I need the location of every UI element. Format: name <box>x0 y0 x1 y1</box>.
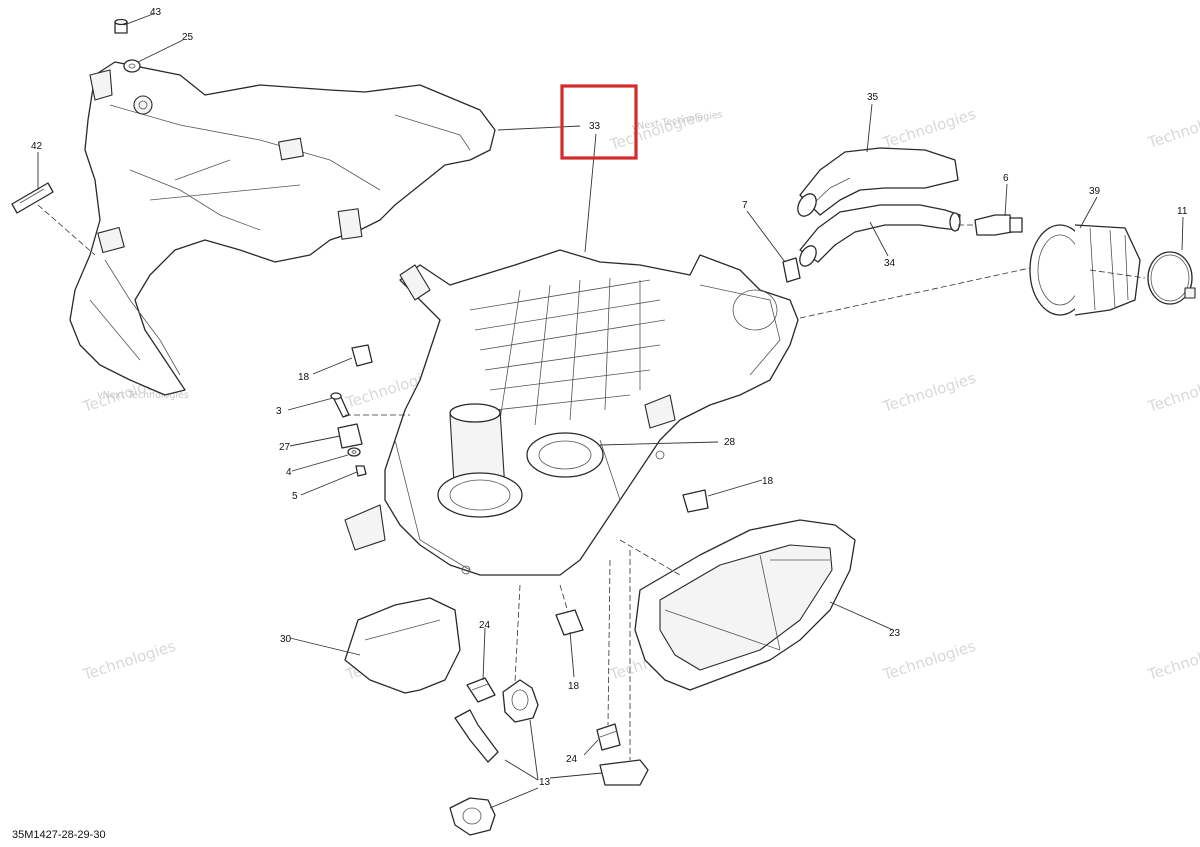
watermark-text: Technologies <box>80 637 178 684</box>
callout-30[interactable]: 30 <box>280 634 292 645</box>
part-34-hose[interactable] <box>796 204 961 269</box>
watermark-text: Technologies <box>880 637 978 684</box>
callout-6[interactable]: 6 <box>1003 173 1009 184</box>
watermark-text: Technologies <box>880 105 978 152</box>
callout-3[interactable]: 3 <box>276 406 282 417</box>
callout-18[interactable]: 18 <box>298 372 310 383</box>
callout-25[interactable]: 25 <box>182 32 194 43</box>
part-13-clamp[interactable] <box>599 759 649 786</box>
watermark-text: Technologies <box>1145 369 1200 416</box>
callout-7[interactable]: 7 <box>742 200 748 211</box>
part-7-clip[interactable] <box>782 257 801 283</box>
part-24-connector[interactable] <box>466 677 496 703</box>
part-4-washer[interactable] <box>347 447 361 457</box>
callout-5[interactable]: 5 <box>292 491 298 502</box>
part-35-hose[interactable] <box>794 147 959 219</box>
callout-43[interactable]: 43 <box>150 7 162 18</box>
callout-35[interactable]: 35 <box>867 92 879 103</box>
callout-11[interactable]: 11 <box>1177 206 1188 217</box>
watermark-text: Technologies <box>880 369 978 416</box>
callout-23[interactable]: 23 <box>889 628 901 639</box>
part-13-hose[interactable] <box>454 709 499 763</box>
callout-42[interactable]: 42 <box>31 141 43 152</box>
part-33-airbox-cover[interactable] <box>69 61 496 396</box>
part-43-cap[interactable] <box>114 18 128 34</box>
watermark-text: Technologies <box>1145 637 1200 684</box>
part-5-nut[interactable] <box>355 465 367 477</box>
callout-4[interactable]: 4 <box>286 467 292 478</box>
callout-18[interactable]: 18 <box>762 476 774 487</box>
callout-27[interactable]: 27 <box>279 442 291 453</box>
part-24-connector[interactable] <box>596 723 621 751</box>
part-18-clip[interactable] <box>682 489 709 513</box>
part-28-airbox-base[interactable] <box>344 249 799 576</box>
part-23-filter-frame[interactable] <box>634 519 856 691</box>
callout-18[interactable]: 18 <box>568 681 580 692</box>
part-27-spring[interactable] <box>337 423 363 449</box>
leader-lines <box>37 13 1184 809</box>
watermark-text: vNext Technologies <box>97 390 189 401</box>
part-25-grommet[interactable] <box>123 59 141 73</box>
callout-33[interactable]: 33 <box>589 121 601 132</box>
part-13-clamp[interactable] <box>449 797 496 836</box>
callout-24[interactable]: 24 <box>479 620 491 631</box>
watermark-text: Technologies <box>1145 105 1200 152</box>
part-13-clamp[interactable] <box>502 679 539 723</box>
callout-24[interactable]: 24 <box>566 754 578 765</box>
part-18-clip[interactable] <box>555 609 584 636</box>
part-6-fitting[interactable] <box>974 214 1023 236</box>
callout-34[interactable]: 34 <box>884 258 896 269</box>
part-39-adapter[interactable] <box>1029 224 1141 316</box>
callout-13[interactable]: 13 <box>539 777 551 788</box>
part-30-cover-plate[interactable] <box>344 597 461 694</box>
callout-labels: 43 25 42 33 35 34 7 6 39 11 18 3 27 4 5 … <box>31 7 1188 788</box>
callout-28[interactable]: 28 <box>724 437 736 448</box>
part-11-clamp[interactable] <box>1147 251 1196 305</box>
drawing-id: 35M1427-28-29-30 <box>12 829 106 841</box>
callout-39[interactable]: 39 <box>1089 186 1101 197</box>
part-42-label[interactable] <box>11 182 54 214</box>
part-18-clip[interactable] <box>351 344 373 367</box>
highlight-box-33 <box>560 84 638 160</box>
